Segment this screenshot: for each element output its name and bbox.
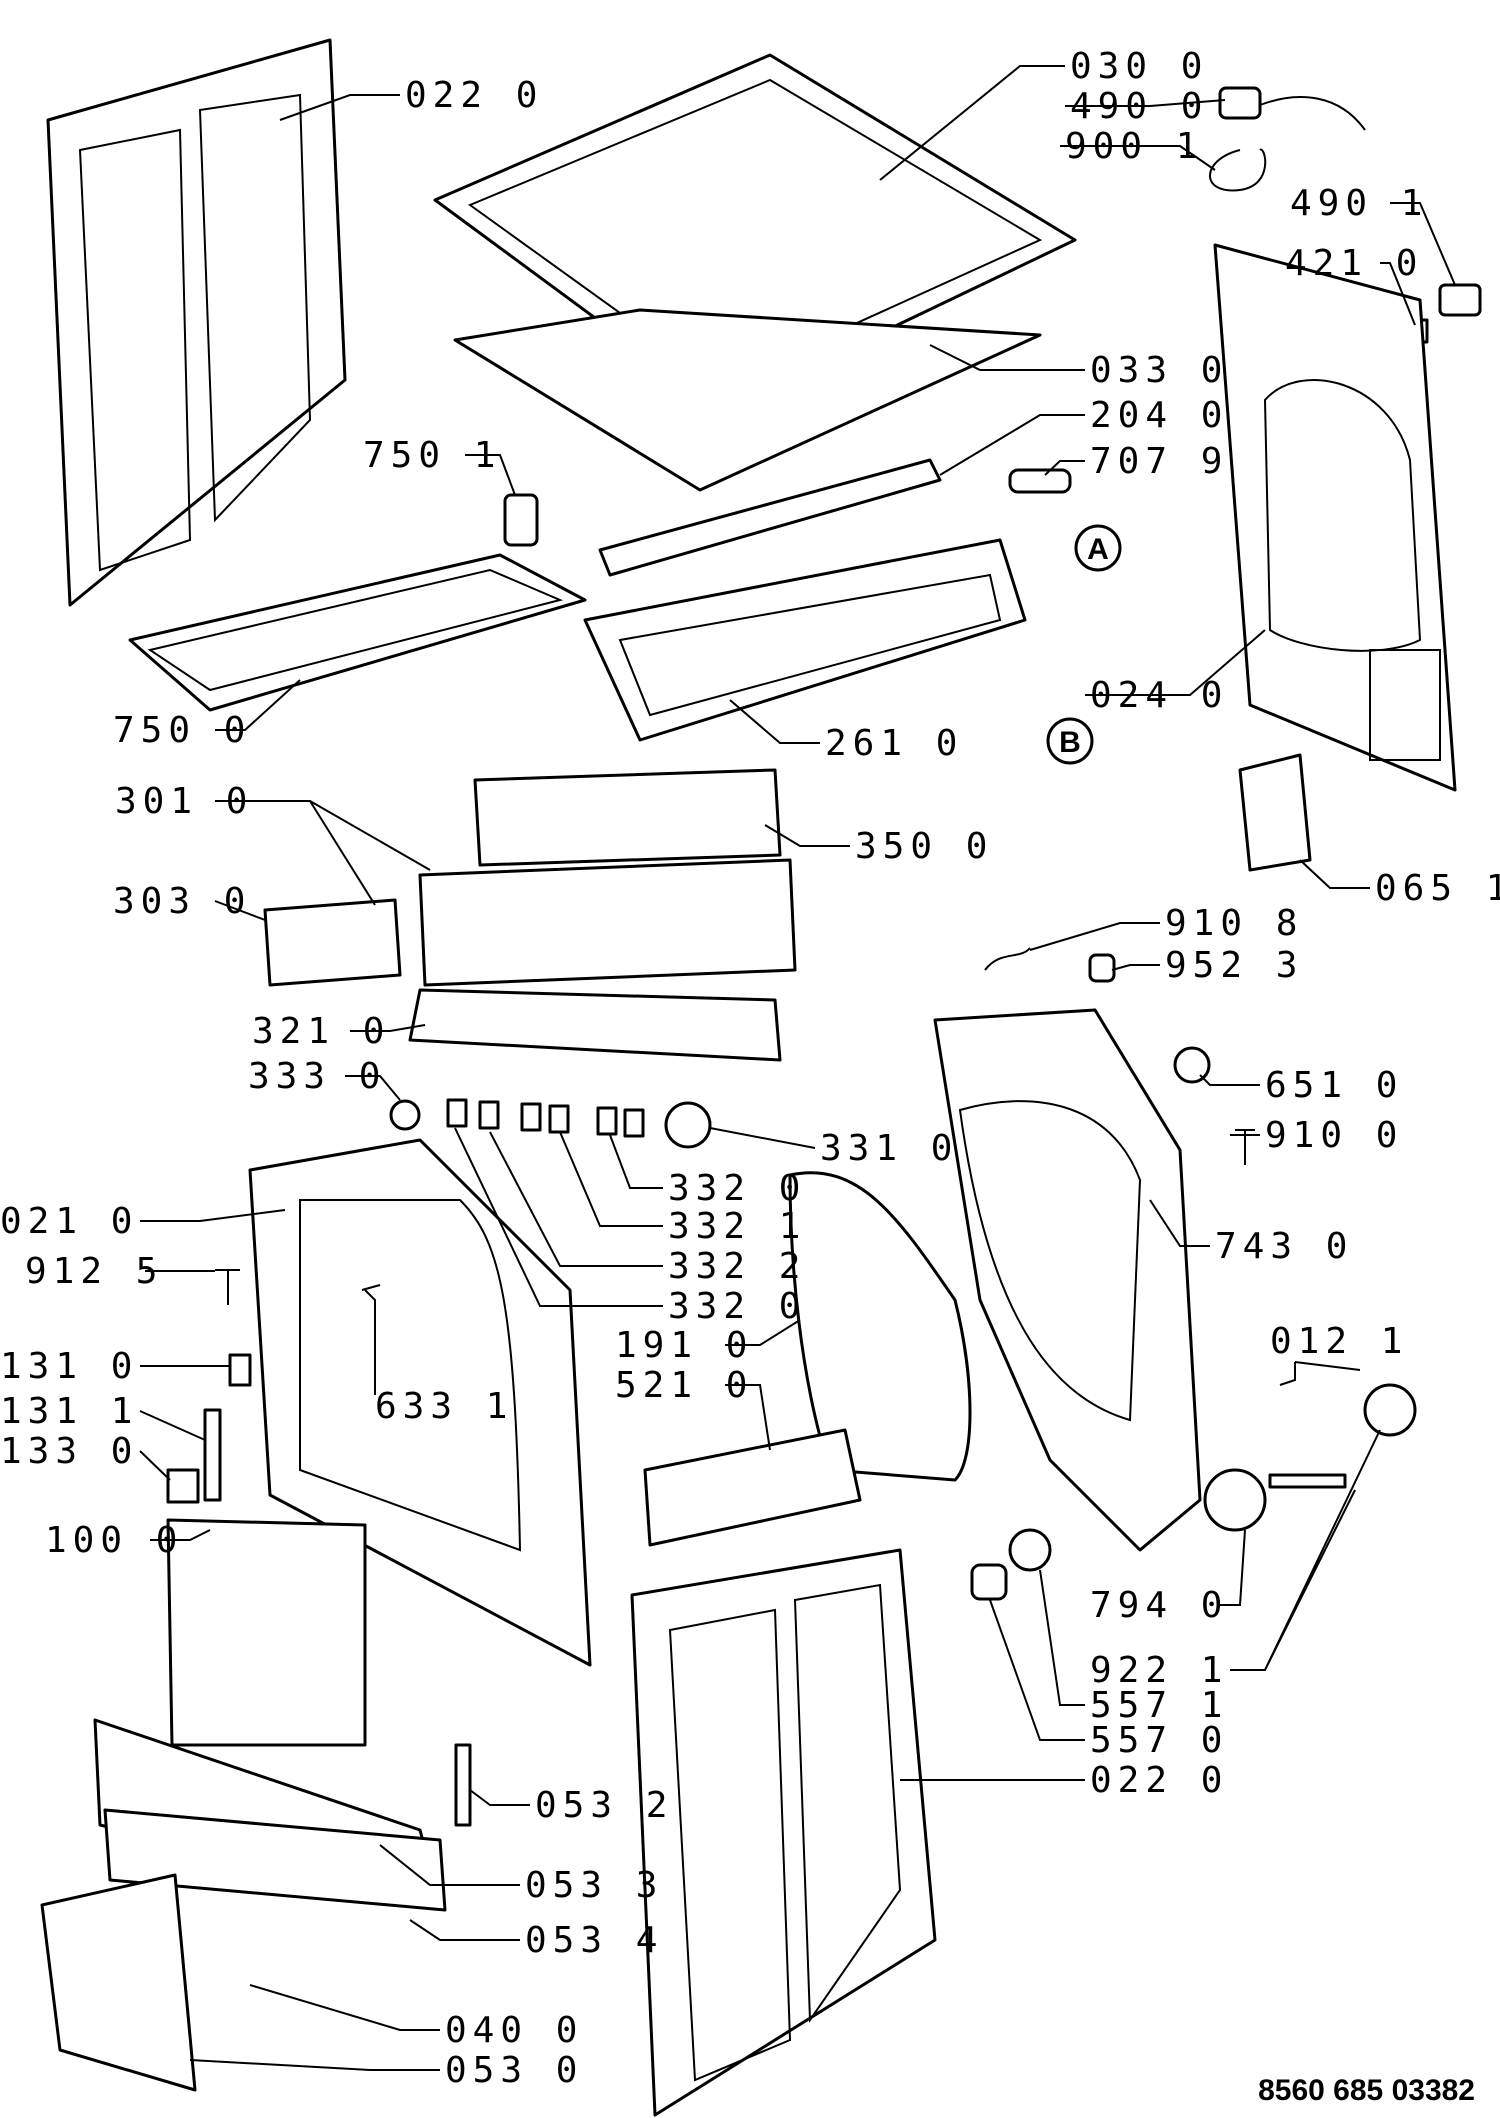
drawer-housing	[583, 538, 1027, 742]
part-label: 131 1	[0, 1391, 138, 1432]
part-label: 033 0	[1090, 350, 1228, 391]
front-strip	[598, 458, 942, 577]
side-panel-top-left	[46, 38, 347, 607]
hinge-133	[166, 1468, 200, 1504]
cable-clip	[1209, 148, 1267, 192]
module-521	[643, 1428, 862, 1547]
part-label: 912 5	[25, 1251, 163, 1292]
part-label: 794 0	[1090, 1585, 1228, 1626]
seal-ring-794	[1203, 1468, 1267, 1532]
part-label: 303 0	[113, 881, 251, 922]
electronic-board	[473, 768, 782, 867]
push-buttons	[446, 1098, 645, 1138]
part-label: 261 0	[825, 723, 963, 764]
part-label: 022 0	[405, 75, 543, 116]
water-container-trough	[128, 553, 587, 712]
hose	[1008, 468, 1072, 494]
part-label: 633 1	[375, 1386, 513, 1427]
hinge-bar	[203, 1408, 222, 1502]
document-number: 8560 685 03382	[1258, 2074, 1475, 2107]
part-label: 557 1	[1090, 1685, 1228, 1726]
grille-053-0	[40, 1873, 197, 2092]
sensor-651	[1173, 1046, 1211, 1084]
hinge-131	[228, 1353, 252, 1387]
part-label: 557 0	[1090, 1720, 1228, 1761]
part-label: 332 1	[668, 1206, 806, 1247]
part-label: 952 3	[1165, 945, 1303, 986]
rear-panel	[1213, 243, 1457, 792]
part-label: 331 0	[820, 1128, 958, 1169]
panel-fascia	[408, 988, 782, 1062]
lid-liner	[453, 308, 1042, 492]
control-cover	[263, 898, 402, 987]
part-label: 910 8	[1165, 903, 1303, 944]
part-label: 421 0	[1285, 243, 1423, 284]
part-label: 332 2	[668, 1246, 806, 1287]
part-label: 133 0	[0, 1431, 138, 1472]
filter-012	[1363, 1383, 1417, 1437]
power-cord	[1218, 86, 1366, 131]
part-label: 651 0	[1265, 1065, 1403, 1106]
part-label: 053 3	[525, 1865, 663, 1906]
ring-557-1	[1008, 1528, 1052, 1572]
lower-cover	[166, 1518, 367, 1747]
part-label: 021 0	[0, 1201, 138, 1242]
callout-b: B	[1046, 717, 1094, 765]
part-label: 012 1	[1270, 1321, 1408, 1362]
leader-lines	[139, 65, 1456, 2071]
plinth-053-4	[103, 1808, 447, 1912]
part-label: 053 2	[535, 1785, 673, 1826]
callout-a: A	[1074, 524, 1122, 572]
knob-331	[664, 1101, 712, 1149]
bracket-053-2	[454, 1743, 472, 1827]
part-label: 053 0	[445, 2050, 583, 2091]
part-label: 350 0	[855, 826, 993, 867]
part-label: 743 0	[1215, 1226, 1353, 1267]
part-label: 030 0	[1070, 46, 1208, 87]
thermostat-557-0	[970, 1563, 1008, 1601]
drum-support	[933, 1008, 1202, 1552]
grommet-952	[1088, 953, 1116, 983]
shaft-012	[1268, 1473, 1347, 1489]
screw-912	[215, 1269, 240, 1305]
svg-text:B: B	[1059, 726, 1081, 759]
part-label: 910 0	[1265, 1115, 1403, 1156]
control-panel	[418, 858, 797, 987]
part-label: 131 0	[0, 1346, 138, 1387]
part-label: 707 9	[1090, 441, 1228, 482]
door-pin	[361, 1284, 381, 1291]
wire-910-8	[984, 947, 1031, 971]
knob-333	[389, 1099, 421, 1131]
bushing	[503, 493, 539, 547]
front-panel	[248, 1138, 592, 1667]
part-label: 332 0	[668, 1168, 806, 1209]
part-label: 040 0	[445, 2010, 583, 2051]
part-label: 922 1	[1090, 1650, 1228, 1691]
part-label: 065 1	[1375, 868, 1500, 909]
part-label: 204 0	[1090, 395, 1228, 436]
side-panel-bottom	[630, 1548, 937, 2117]
rear-bracket	[1238, 753, 1312, 872]
part-label: 022 0	[1090, 1760, 1228, 1801]
svg-text:A: A	[1087, 533, 1109, 566]
part-labels: 022 0 030 0 490 0 900 1 490 1 421 0 033 …	[0, 46, 1500, 2091]
door-seal	[788, 1171, 972, 1482]
part-label: 332 0	[668, 1286, 806, 1327]
connector	[1438, 283, 1482, 317]
part-label: 053 4	[525, 1920, 663, 1961]
